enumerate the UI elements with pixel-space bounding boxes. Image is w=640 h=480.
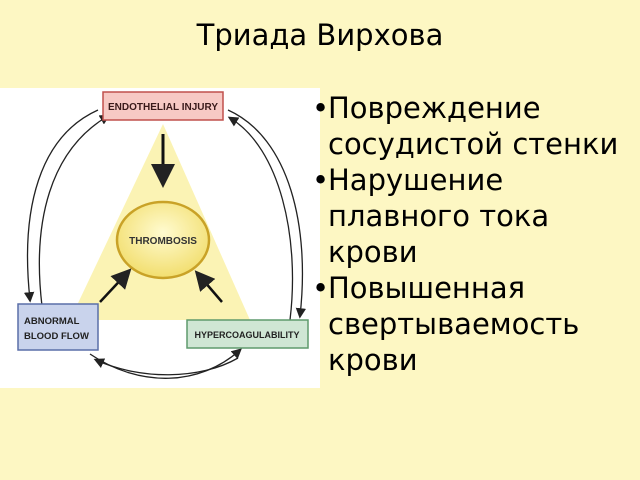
cycle-arrow-bottom-right [89,348,242,379]
bullet-list: • Повреждение сосудистой стенки • Наруше… [312,90,640,378]
cycle-arrow-left-top [23,109,99,303]
bullet-line: сосудистой стенки [328,127,619,161]
arrow-hypercoag-to-thrombosis [194,270,223,303]
cycle-arrow-left-bottom [38,114,111,307]
triad-diagram-svg: ENDOTHELIAL INJURY THROMBOSIS ABNORMAL B… [17,91,309,379]
bullet-dot: • [312,91,330,125]
endothelial-injury-label: ENDOTHELIAL INJURY [108,102,218,113]
bullet-item: • Нарушение плавного тока крови [312,162,640,270]
hypercoagulability-box [186,319,309,349]
bullet-item: • Повышенная свертываемость крови [312,270,640,378]
thrombosis-label: THROMBOSIS [129,236,197,247]
abnormal-blood-flow-label-line1: ABNORMAL [24,316,80,327]
bullet-dot: • [312,271,330,305]
hypercoagulability-label: HYPERCOAGULABILITY [194,330,299,340]
arrow-bloodflow-to-thrombosis [99,268,132,303]
thrombosis-ellipse [115,200,211,280]
bullet-line: плавного тока [328,199,550,233]
endothelial-injury-box [102,91,224,121]
virchow-triad-diagram: ENDOTHELIAL INJURY THROMBOSIS ABNORMAL B… [0,88,320,388]
bullet-line: Нарушение [328,163,504,197]
bullet-line: Повреждение [328,91,541,125]
bullet-line: свертываемость [328,307,580,341]
bullet-line: крови [328,235,418,269]
cycle-arrow-bottom-left [93,357,239,376]
cycle-arrow-right-top [227,109,307,319]
bullet-item: • Повреждение сосудистой стенки [312,90,640,162]
cycle-arrow-right-bottom [227,116,294,321]
bullet-line: Повышенная [328,271,526,305]
abnormal-blood-flow-label-line2: BLOOD FLOW [24,331,89,342]
bullet-line: крови [328,343,418,377]
slide-title: Триада Вирхова [196,18,444,52]
bullet-dot: • [312,163,330,197]
abnormal-blood-flow-box [17,303,99,351]
